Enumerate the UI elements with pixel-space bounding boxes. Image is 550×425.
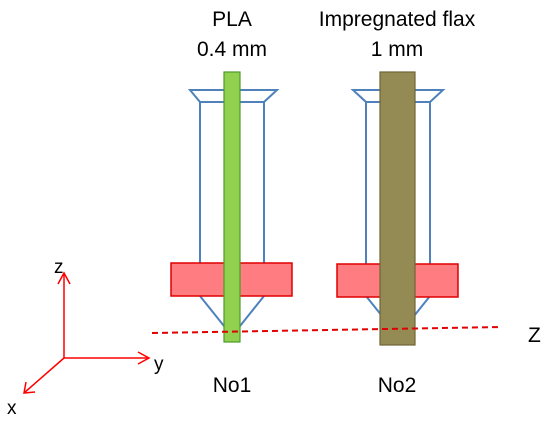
nozzle-no2-diameter-label: 1 mm — [371, 38, 424, 61]
coordinate-axes: z y x — [7, 257, 164, 419]
x-axis-label: x — [7, 398, 17, 419]
nozzle-no1: PLA 0.4 mm No1 — [170, 8, 293, 397]
nozzle-no1-material-label: PLA — [212, 8, 252, 31]
nozzle-no1-id-label: No1 — [213, 374, 252, 397]
z-plane-label: Z — [528, 324, 541, 347]
x-axis-arrowhead — [23, 381, 36, 394]
nozzle-no1-diameter-label: 0.4 mm — [197, 38, 267, 61]
x-axis-arrow — [23, 357, 65, 394]
nozzle-no1-filament — [223, 71, 241, 343]
z-axis-arrowhead — [57, 271, 71, 285]
nozzle-no2: Impregnated flax 1 mm No2 — [319, 8, 476, 397]
nozzle-no2-filament — [379, 71, 416, 346]
y-axis-label: y — [154, 354, 164, 375]
z-plane: Z — [151, 324, 541, 347]
z-plane-dashed-line — [151, 326, 503, 334]
nozzle-no2-material-label: Impregnated flax — [319, 8, 476, 31]
nozzle-no2-id-label: No2 — [378, 374, 417, 397]
z-axis-label: z — [54, 257, 64, 278]
y-axis-arrowhead — [137, 351, 151, 365]
